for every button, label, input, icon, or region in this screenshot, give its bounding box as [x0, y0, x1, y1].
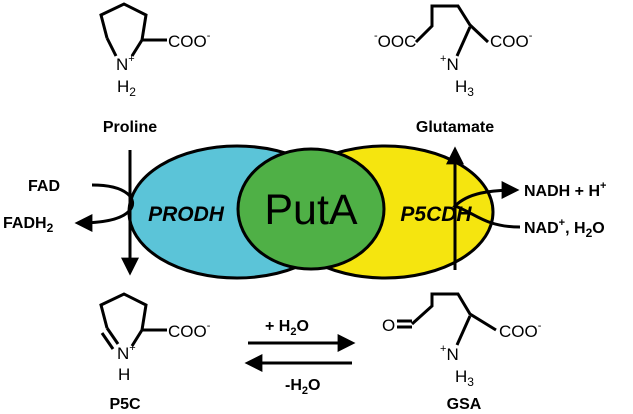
nad-label: NAD+, H2O: [524, 217, 605, 240]
glutamate-h3: H3: [455, 77, 474, 99]
gsa-n: +N: [440, 343, 459, 364]
glutamate-n: +N: [440, 53, 459, 74]
gsa-o: O: [382, 316, 395, 335]
fad-label: FAD: [28, 178, 60, 195]
prodh-label: PRODH: [148, 203, 225, 226]
proline-structure: N+ H2 COO- Proline: [99, 2, 211, 136]
proline-coo: COO-: [168, 30, 211, 51]
proline-n: N+: [116, 53, 135, 74]
puta-label: PutA: [264, 186, 358, 234]
forward-label: + H2O: [265, 318, 309, 338]
nad-cofactor: NADH + H+ NAD+, H2O: [452, 180, 606, 240]
p5c-name: P5C: [109, 396, 141, 413]
reverse-label: -H2O: [285, 377, 320, 397]
glutamate-name: Glutamate: [416, 119, 494, 136]
p5c-n: N+: [117, 342, 136, 363]
nadh-label: NADH + H+: [524, 180, 606, 200]
p5c-structure: N+ H COO- P5C: [99, 292, 211, 413]
proline-name: Proline: [103, 119, 157, 136]
glutamate-structure: -OOC +N H3 COO- Glutamate: [374, 4, 533, 136]
fadh2-label: FADH2: [3, 215, 54, 235]
p5cdh-label: P5CDH: [400, 203, 472, 226]
gsa-coo: COO-: [499, 320, 542, 341]
proline-h2: H2: [117, 77, 136, 99]
gsa-h3: H3: [455, 367, 474, 389]
gsa-structure: O +N H3 COO- GSA: [382, 292, 542, 413]
puta-core: [236, 147, 386, 271]
glutamate-ooc: -OOC: [374, 30, 416, 51]
equilibrium-arrows: + H2O -H2O: [244, 318, 356, 397]
enzyme-puta: PutA PRODH P5CDH: [127, 144, 495, 280]
gsa-name: GSA: [447, 396, 482, 413]
fad-cofactor: FAD FADH2: [3, 178, 135, 235]
p5c-coo: COO-: [168, 320, 211, 341]
p5c-h: H: [118, 365, 130, 384]
glutamate-coo: COO-: [490, 30, 533, 51]
